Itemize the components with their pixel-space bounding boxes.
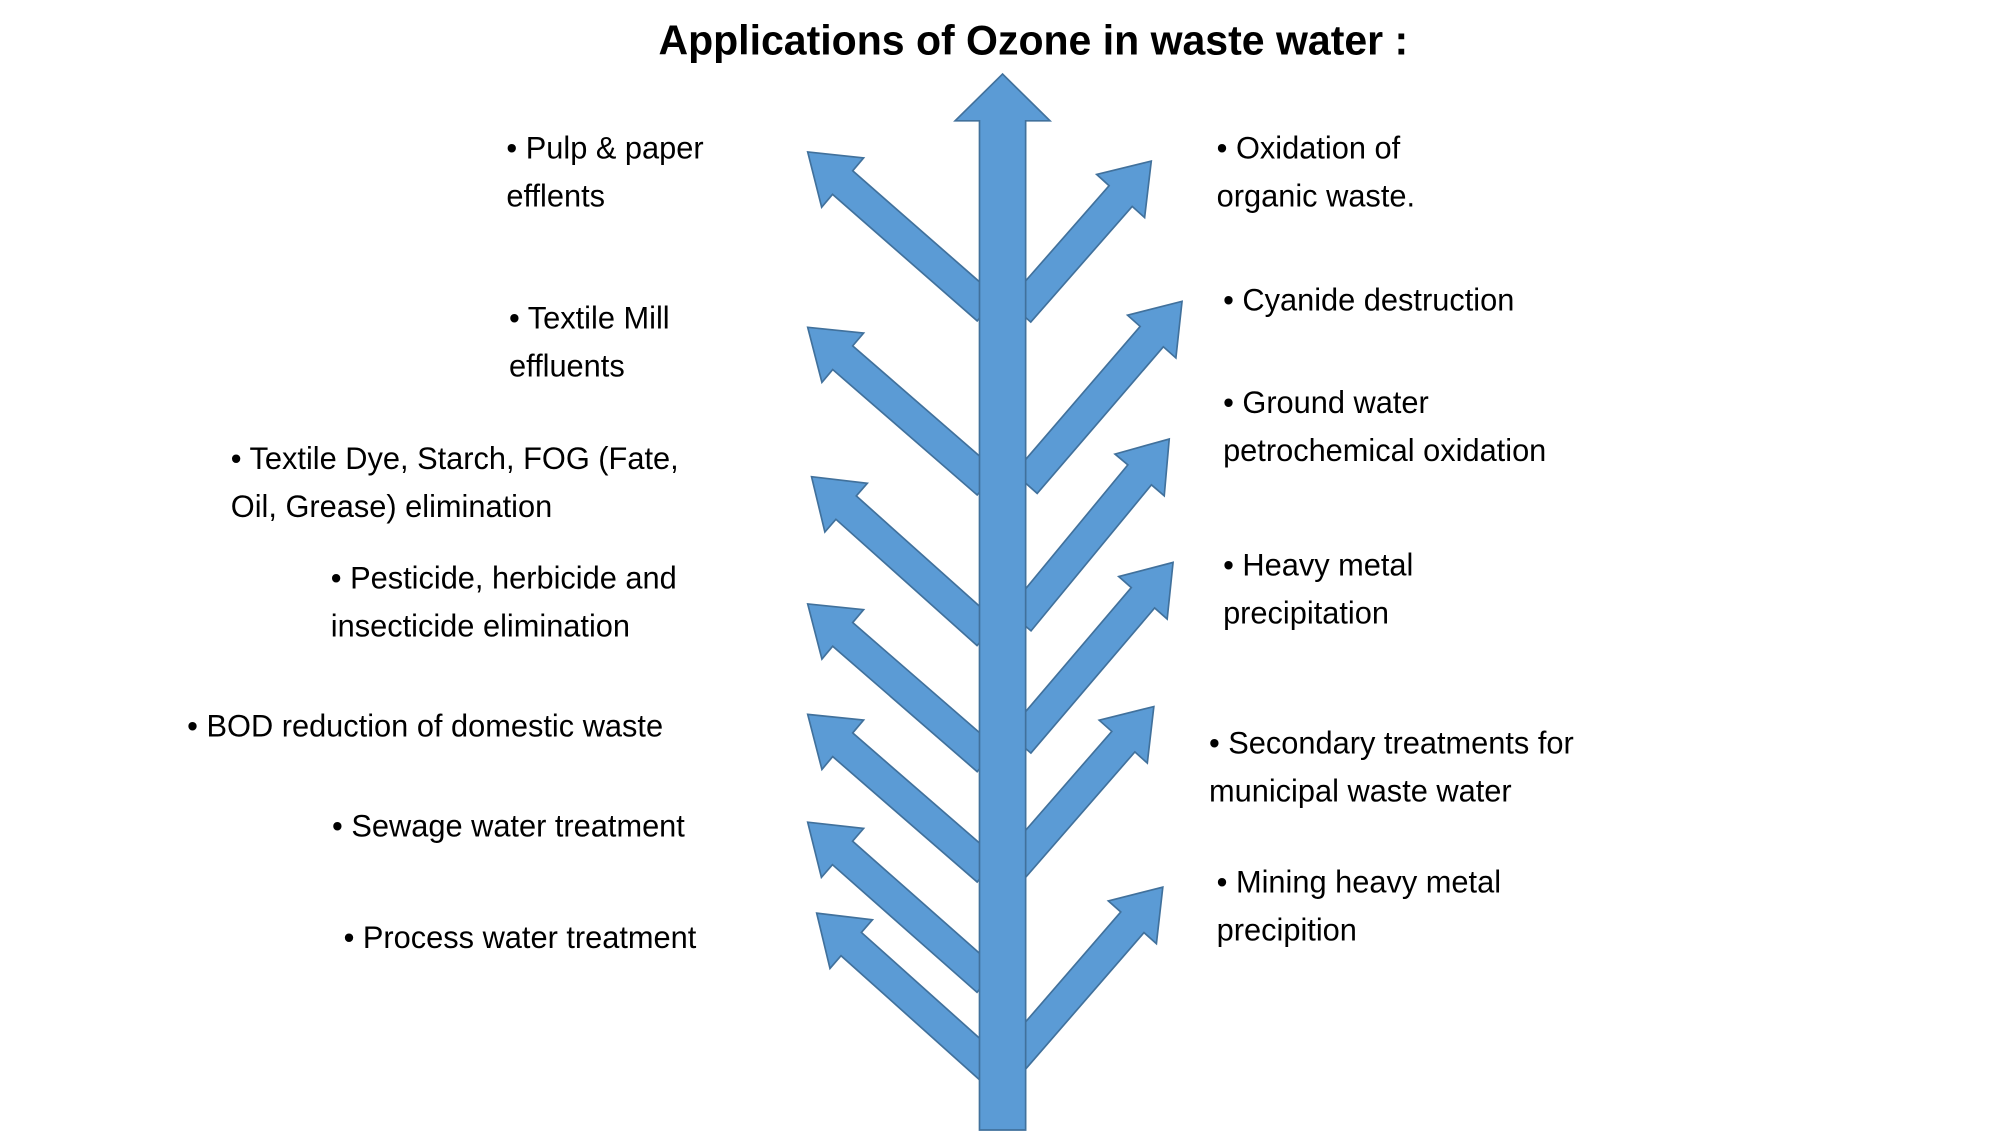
label-mining: • Mining heavy metal	[1217, 864, 1501, 899]
diagram-title: Applications of Ozone in waste water :	[658, 17, 1408, 63]
label-sewage: • Sewage water treatment	[332, 808, 685, 843]
branch-arrow-left-2	[806, 326, 999, 497]
label-process-water: • Process water treatment	[344, 920, 697, 955]
branch-arrow-left-1	[806, 150, 999, 323]
branch-arrow-right-3	[1006, 437, 1171, 633]
label-heavy-metal: • Heavy metal	[1223, 547, 1413, 582]
left-labels: • Pulp & paper efflents • Textile Mill e…	[187, 130, 703, 955]
label-textile-mill: • Textile Mill	[509, 300, 670, 335]
branch-arrow-right-4	[1006, 561, 1175, 755]
right-labels: • Oxidation of organic waste. • Cyanide …	[1209, 130, 1574, 947]
label-textile-dye-line2: Oil, Grease) elimination	[231, 489, 552, 524]
branch-arrow-left-6	[806, 821, 999, 994]
label-mining-line2: precipition	[1217, 912, 1357, 947]
label-pulp-paper-line2: efflents	[506, 178, 605, 213]
branch-arrow-right-2	[1012, 300, 1184, 495]
label-oxidation: • Oxidation of	[1217, 130, 1401, 165]
branch-arrow-left-3	[810, 475, 999, 647]
label-pulp-paper: • Pulp & paper	[506, 130, 703, 165]
branch-arrow-left-5	[806, 713, 999, 884]
label-textile-mill-line2: effluents	[509, 348, 625, 383]
label-cyanide: • Cyanide destruction	[1223, 282, 1514, 317]
label-ground-water-line2: petrochemical oxidation	[1223, 433, 1546, 468]
label-secondary: • Secondary treatments for	[1209, 725, 1574, 760]
label-bod-reduction: • BOD reduction of domestic waste	[187, 708, 663, 743]
branch-arrow-right-1	[1006, 159, 1153, 324]
main-trunk-arrow	[953, 72, 1053, 1131]
label-secondary-line2: municipal waste water	[1209, 773, 1512, 808]
label-ground-water: • Ground water	[1223, 385, 1429, 420]
arrow-tree	[806, 72, 1184, 1131]
branch-arrow-left-7	[815, 912, 1005, 1085]
label-pesticide-line2: insecticide elimination	[331, 608, 630, 643]
label-textile-dye: • Textile Dye, Starch, FOG (Fate,	[231, 441, 679, 476]
label-oxidation-line2: organic waste.	[1217, 178, 1415, 213]
branch-arrow-left-4	[806, 603, 999, 773]
label-heavy-metal-line2: precipitation	[1223, 595, 1389, 630]
label-pesticide: • Pesticide, herbicide and	[331, 560, 677, 595]
